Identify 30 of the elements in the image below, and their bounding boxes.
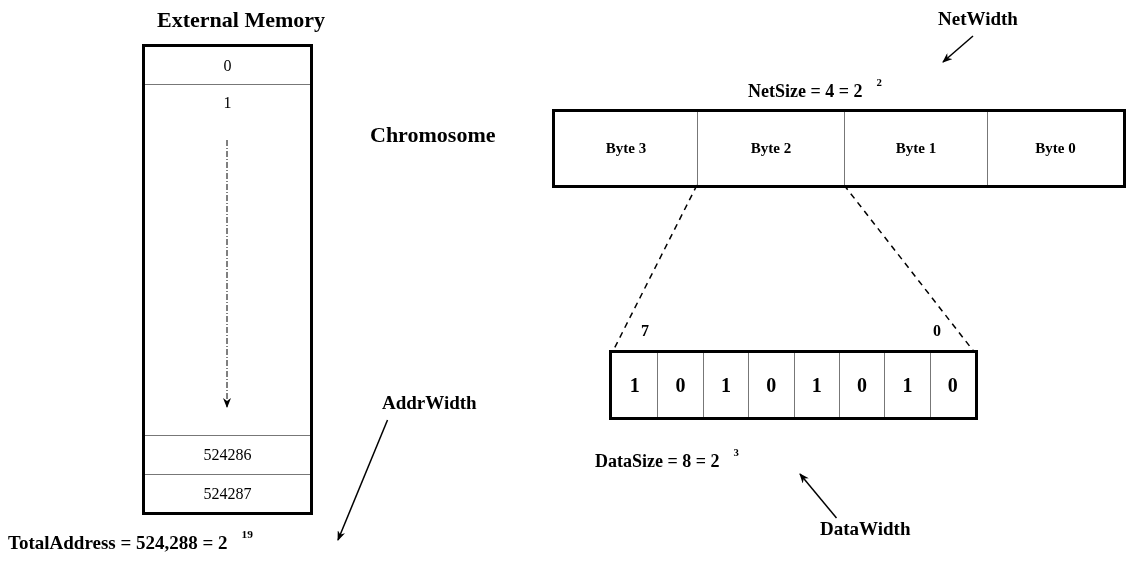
leader-arrow	[799, 473, 838, 519]
bit-cell: 1	[793, 353, 839, 417]
leader-text: DataWidth	[820, 518, 930, 546]
formula: TotalAddress = 524,288 = 2$^{19}$	[8, 532, 253, 555]
bit-cell: 1	[702, 353, 749, 417]
byte-cell: Byte 0	[987, 112, 1123, 185]
bit-cell: 0	[748, 353, 794, 417]
bit-index: 0	[933, 322, 941, 340]
bit-index: 7	[641, 322, 649, 340]
leader-text: NetWidth	[938, 8, 1038, 36]
leader-arrow	[942, 35, 974, 63]
bit-cell: 0	[929, 353, 975, 417]
byte-cell: Byte 1	[844, 112, 987, 185]
byte-cell: Byte 2	[697, 112, 844, 185]
formula: NetSize = 4 = 2$^{2}$	[748, 80, 882, 102]
address-cell: 524286	[145, 435, 310, 474]
bit-cell: 0	[838, 353, 885, 417]
leader-arrow	[337, 419, 389, 541]
bit-register	[612, 353, 975, 417]
heading: External Memory	[157, 7, 325, 33]
address-cell: 1	[145, 84, 310, 120]
heading: Chromosome	[370, 122, 496, 148]
bit-cell: 1	[884, 353, 930, 417]
formula: DataSize = 8 = 2$^{3}$	[595, 450, 739, 472]
address-cell: 0	[145, 47, 310, 84]
address-cell: 524287	[145, 474, 310, 512]
bit-cell: 1	[612, 353, 658, 417]
byte-cell: Byte 3	[555, 112, 697, 185]
bit-cell: 0	[657, 353, 703, 417]
leader-text: AddrWidth	[382, 392, 492, 420]
